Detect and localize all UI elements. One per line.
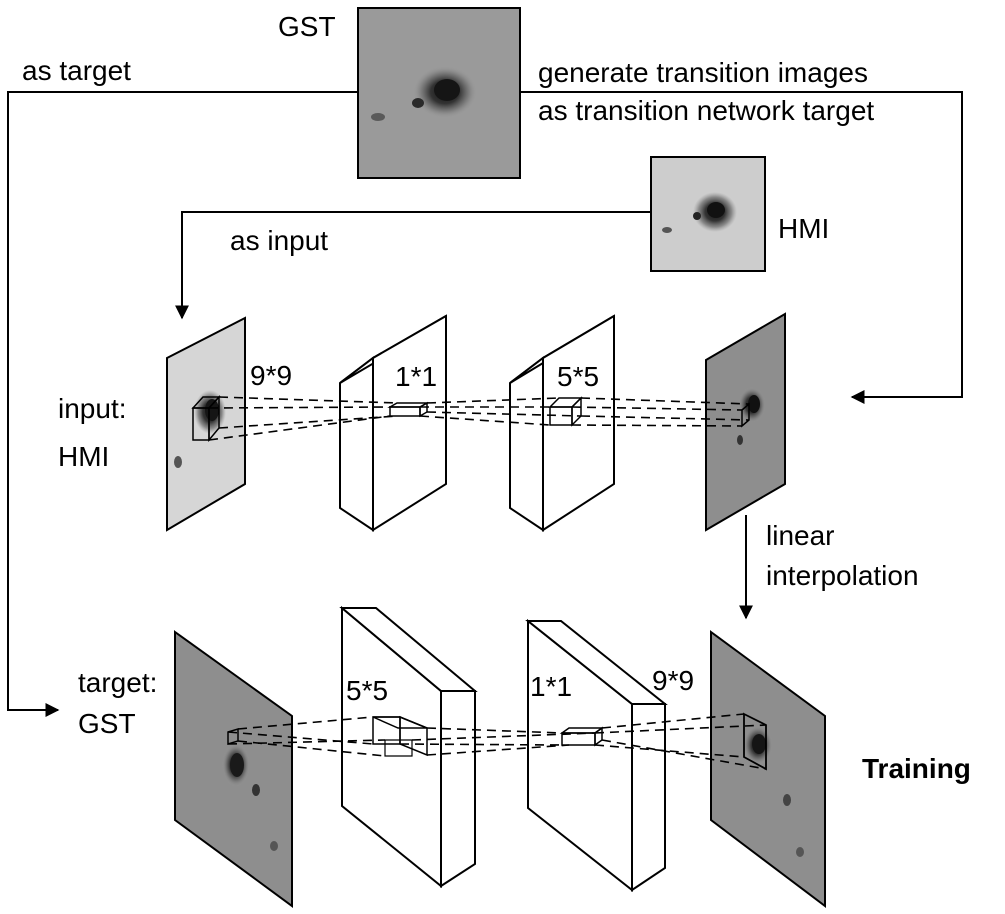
conv-block-5x5-top bbox=[509, 314, 615, 532]
as-input-label: as input bbox=[230, 225, 328, 256]
kernel-1x1-bottom-label: 1*1 bbox=[530, 671, 572, 702]
as-input-arrow bbox=[175, 211, 651, 320]
conv-block-5x5-bottom bbox=[339, 605, 478, 889]
linear-label-line1: linear bbox=[766, 520, 834, 551]
generate-label-line1: generate transition images bbox=[538, 57, 868, 88]
reconstructed-output-plane bbox=[710, 630, 826, 909]
input-label-line1: input: bbox=[58, 393, 127, 424]
hmi-small-image bbox=[650, 156, 766, 272]
conv-block-1x1-top bbox=[339, 314, 447, 532]
kernel-1x1-top-label: 1*1 bbox=[395, 361, 437, 392]
target-label-line2: GST bbox=[78, 708, 136, 739]
hmi-small-label: HMI bbox=[778, 213, 829, 244]
as-target-label: as target bbox=[22, 55, 131, 86]
as-target-arrow bbox=[7, 91, 358, 717]
input-hmi-plane bbox=[166, 316, 246, 532]
gst-top-label: GST bbox=[278, 11, 336, 42]
gst-top-image bbox=[357, 7, 521, 179]
target-gst-plane bbox=[174, 630, 293, 908]
kernel-9x9-bottom-label: 9*9 bbox=[652, 665, 694, 696]
kernel-9x9-top-label: 9*9 bbox=[250, 360, 292, 391]
generate-label-line2: as transition network target bbox=[538, 95, 874, 126]
transition-output-plane bbox=[705, 312, 786, 532]
transition-target-arrow bbox=[520, 91, 963, 404]
input-label-line2: HMI bbox=[58, 441, 109, 472]
target-label-line1: target: bbox=[78, 667, 157, 698]
row1-dashed-connections bbox=[208, 396, 750, 441]
row2-dashed-connections bbox=[227, 713, 767, 770]
conv-block-1x1-bottom bbox=[525, 618, 668, 893]
kernel-5x5-top-label: 5*5 bbox=[557, 361, 599, 392]
training-label: Training bbox=[862, 753, 971, 784]
kernel-5x5-bottom-label: 5*5 bbox=[346, 675, 388, 706]
linear-label-line2: interpolation bbox=[766, 560, 919, 591]
